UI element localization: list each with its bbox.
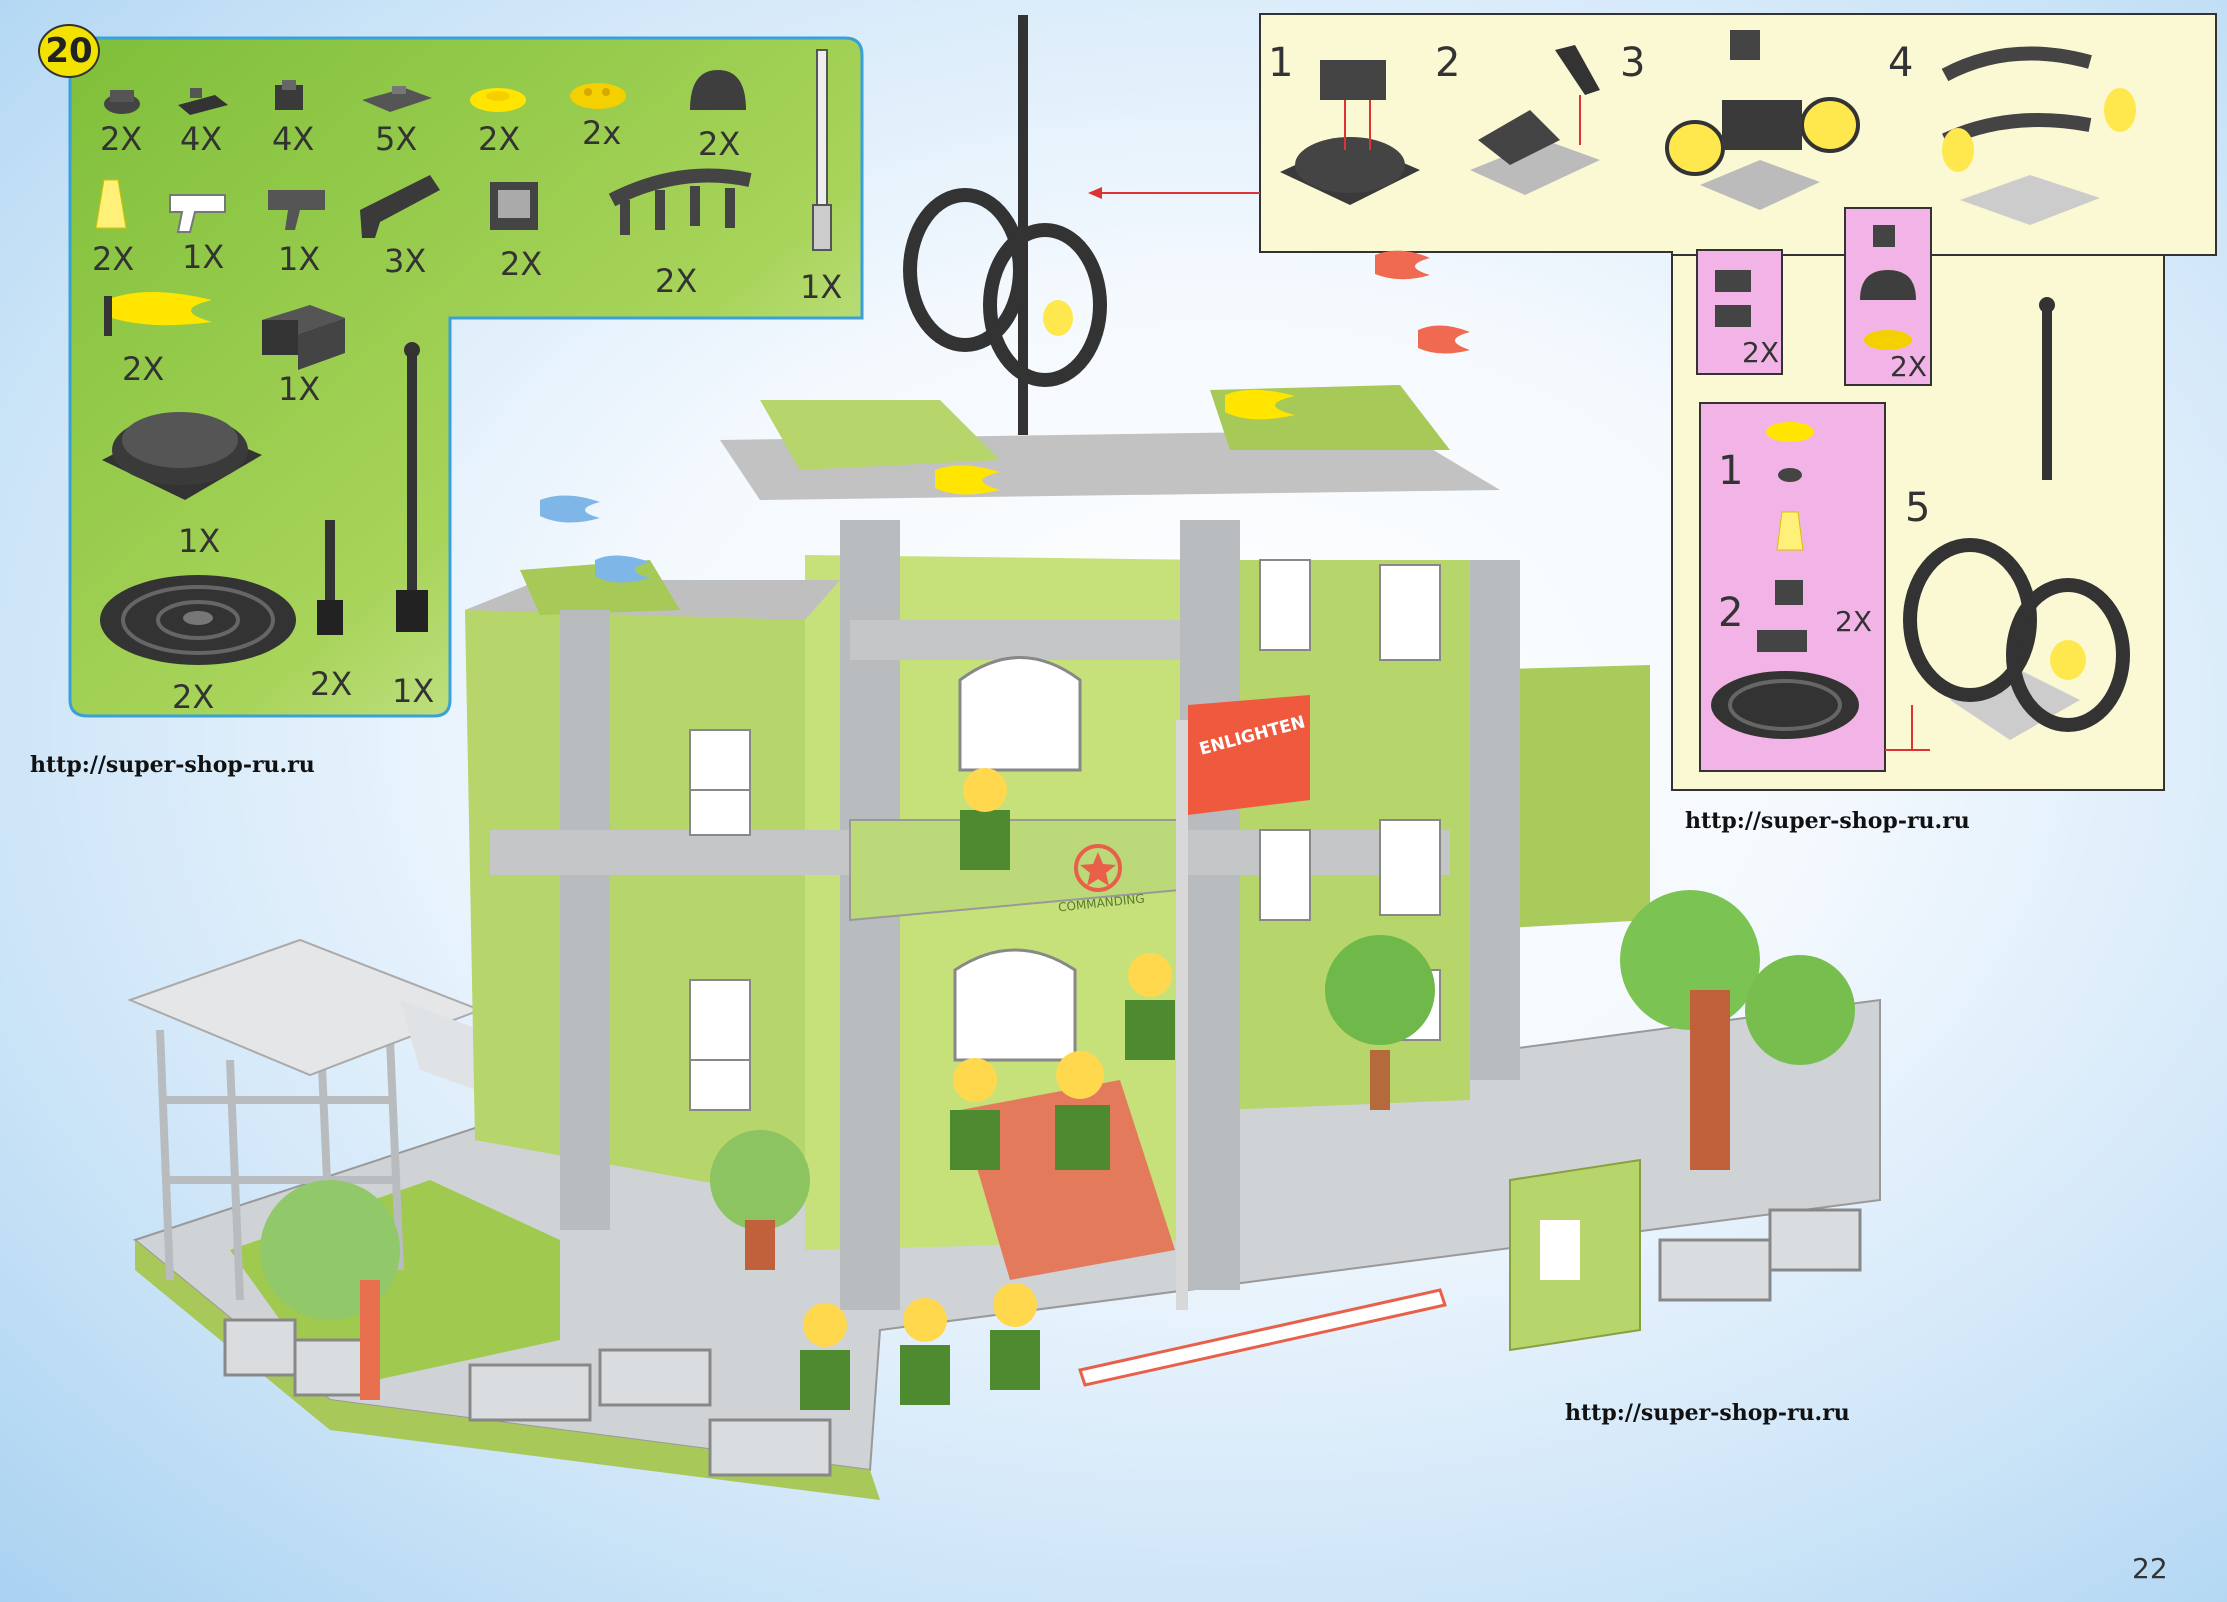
part-qty: 2X	[92, 240, 135, 278]
part-qty: 2X	[478, 120, 521, 158]
wheel-dish-part	[100, 575, 296, 665]
part-qty: 2X	[655, 262, 698, 300]
part-qty: 1X	[178, 522, 221, 560]
brick-2x2-part	[262, 305, 345, 370]
machine-gun-part	[360, 175, 440, 238]
page-number: 22	[2132, 1552, 2168, 1585]
watermark-url: http://super-shop-ru.ru	[1685, 808, 1970, 834]
clip-part	[275, 80, 303, 110]
sub-step-number: 2	[1435, 40, 1461, 86]
callout-qty: 2X	[1742, 336, 1779, 369]
part-qty: 2X	[500, 245, 543, 283]
callout-qty: 2X	[1890, 350, 1927, 383]
pistol-part	[169, 194, 226, 233]
callout-qty: 2X	[1835, 605, 1872, 638]
curved-fence-part	[608, 168, 752, 235]
yellow-cone-part	[95, 179, 127, 229]
watermark-url: http://super-shop-ru.ru	[30, 752, 315, 778]
part-qty: 4X	[180, 120, 223, 158]
tile-part	[362, 86, 432, 112]
round-plate-part	[104, 90, 140, 114]
part-qty: 2X	[310, 665, 353, 703]
part-qty: 2X	[122, 350, 165, 388]
part-qty: 2X	[698, 125, 741, 163]
antenna-part	[396, 342, 428, 632]
part-qty: 1X	[278, 370, 321, 408]
watermark-url: http://super-shop-ru.ru	[1565, 1400, 1850, 1426]
part-qty: 1X	[392, 672, 435, 710]
sub-step-number: 2	[1718, 590, 1744, 636]
sub-step-number: 3	[1620, 40, 1646, 86]
part-qty: 1X	[278, 240, 321, 278]
part-qty: 5X	[375, 120, 418, 158]
window-frame-part	[490, 182, 538, 230]
short-bar-part	[317, 520, 343, 635]
yellow-flag-part	[104, 291, 212, 336]
clip-plate-part	[178, 88, 228, 115]
turntable-part	[102, 412, 262, 500]
sub-step-number: 1	[1718, 448, 1744, 494]
yellow-plate-part	[570, 83, 626, 109]
sub-step-number: 4	[1888, 40, 1914, 86]
katana-part	[812, 49, 832, 251]
part-qty: 1X	[800, 268, 843, 306]
rifle-part	[268, 190, 325, 230]
dome-part	[690, 70, 746, 110]
parts-icons	[95, 49, 832, 665]
yellow-dish-part	[470, 88, 526, 112]
part-qty: 1X	[182, 238, 225, 276]
part-qty: 2x	[582, 114, 622, 152]
part-qty: 3X	[384, 242, 427, 280]
part-qty: 4X	[272, 120, 315, 158]
sub-step-number: 5	[1905, 485, 1931, 531]
step-number-badge: 20	[38, 24, 100, 78]
part-qty: 2X	[172, 678, 215, 716]
part-qty: 2X	[100, 120, 143, 158]
sub-step-number: 1	[1268, 40, 1294, 86]
sub-assembly-panel	[1088, 13, 2217, 791]
